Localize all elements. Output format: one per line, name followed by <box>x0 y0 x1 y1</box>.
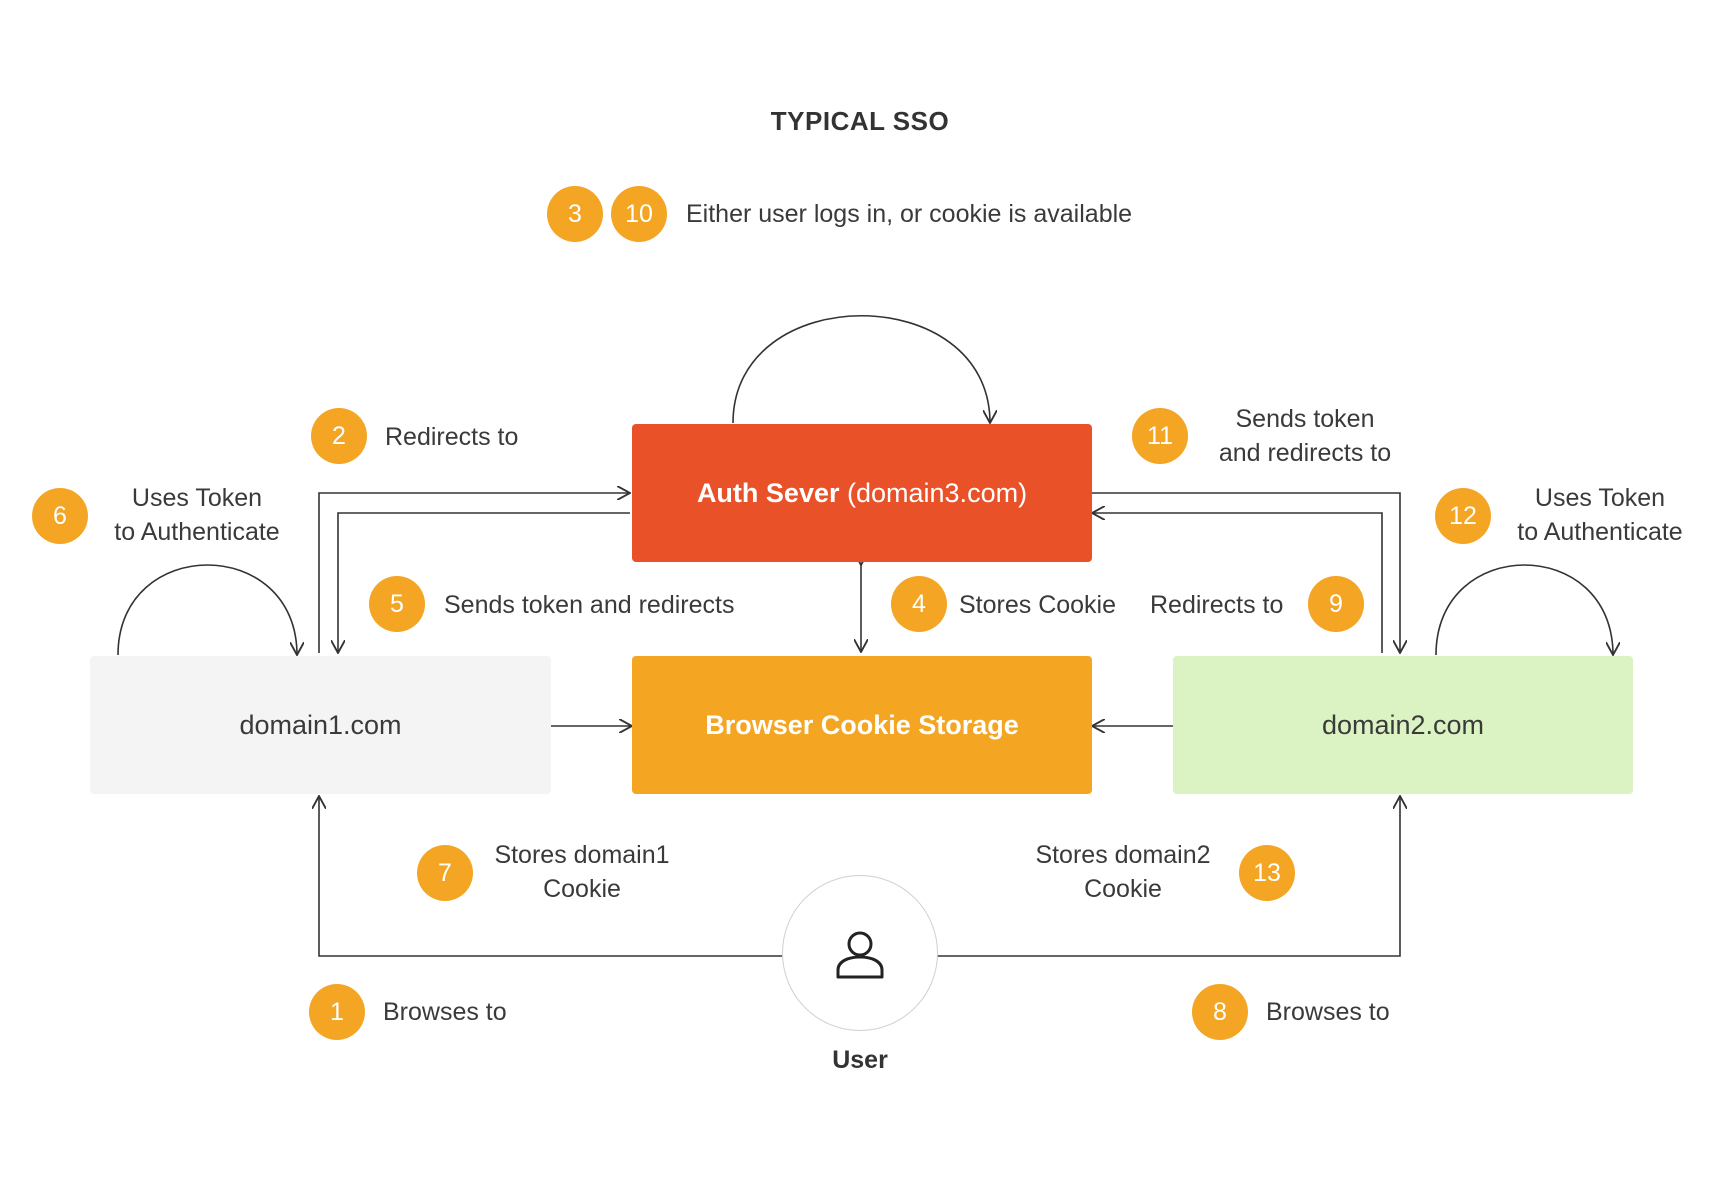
arrow-auth-to-domain1 <box>338 512 630 653</box>
step-badge-5: 5 <box>369 576 425 632</box>
cookie-storage-node: Browser Cookie Storage <box>632 656 1092 794</box>
step-label-6: Uses Token to Authenticate <box>97 481 297 549</box>
domain2-node: domain2.com <box>1173 656 1633 794</box>
step-badge-2: 2 <box>311 408 367 464</box>
auth-server-name: Auth Sever <box>696 477 840 508</box>
diagram-title: TYPICAL SSO <box>770 106 950 136</box>
arrow-user-to-domain2 <box>937 796 1400 957</box>
step-label-5: Sends token and redirects <box>444 591 735 619</box>
step-label-12: Uses Token to Authenticate <box>1500 481 1700 549</box>
step-label-9: Redirects to <box>1150 591 1284 619</box>
domain1-self-loop <box>117 564 297 655</box>
step-label-11-line2: and redirects to <box>1218 439 1392 467</box>
step-badge-1: 1 <box>309 984 365 1040</box>
user-node <box>782 875 938 1031</box>
step-badge-3: 3 <box>547 186 603 242</box>
auth-server-domain: (domain3.com) <box>847 477 1028 508</box>
step-label-12-line1: Uses Token <box>1534 484 1666 512</box>
step-badge-11: 11 <box>1132 408 1188 464</box>
user-icon <box>836 931 884 979</box>
step-label-6-line2: to Authenticate <box>114 518 280 546</box>
arrow-domain1-to-auth <box>318 493 630 653</box>
step-label-8: Browses to <box>1266 998 1390 1026</box>
domain1-node: domain1.com <box>90 656 551 794</box>
step-label-11-line1: Sends token <box>1235 405 1375 433</box>
step-label-4: Stores Cookie <box>959 591 1117 619</box>
step-badge-13: 13 <box>1239 845 1295 901</box>
step-badge-4: 4 <box>891 576 947 632</box>
step-badge-7: 7 <box>417 845 473 901</box>
step-badge-9: 9 <box>1308 576 1364 632</box>
step-label-11: Sends token and redirects to <box>1200 402 1410 470</box>
step-label-7: Stores domain1 Cookie <box>482 838 682 906</box>
step-label-7-line1: Stores domain1 <box>494 841 670 869</box>
step-label-13-line1: Stores domain2 <box>1035 841 1211 869</box>
step-label-1: Browses to <box>383 998 507 1026</box>
step-badge-10: 10 <box>611 186 667 242</box>
step-label-13-line2: Cookie <box>1084 875 1162 903</box>
auth-server-spacer <box>839 478 847 509</box>
step-label-13: Stores domain2 Cookie <box>1023 838 1223 906</box>
auth-server-node: Auth Sever (domain3.com) <box>632 424 1092 562</box>
domain2-self-loop <box>1435 564 1613 655</box>
step-label-6-line1: Uses Token <box>131 484 263 512</box>
step-label-2: Redirects to <box>385 423 519 451</box>
arrow-domain2-to-auth <box>1092 513 1383 653</box>
step-badge-8: 8 <box>1192 984 1248 1040</box>
step-label-7-line2: Cookie <box>543 875 621 903</box>
step-badge-6: 6 <box>32 488 88 544</box>
arrow-user-to-domain1 <box>319 796 782 957</box>
auth-self-loop <box>732 314 990 423</box>
arrow-auth-to-domain2 <box>1092 492 1400 653</box>
step-label-12-line2: to Authenticate <box>1517 518 1683 546</box>
step-badge-12: 12 <box>1435 488 1491 544</box>
step-label-10: Either user logs in, or cookie is availa… <box>686 200 1133 228</box>
user-label: User <box>832 1046 888 1074</box>
